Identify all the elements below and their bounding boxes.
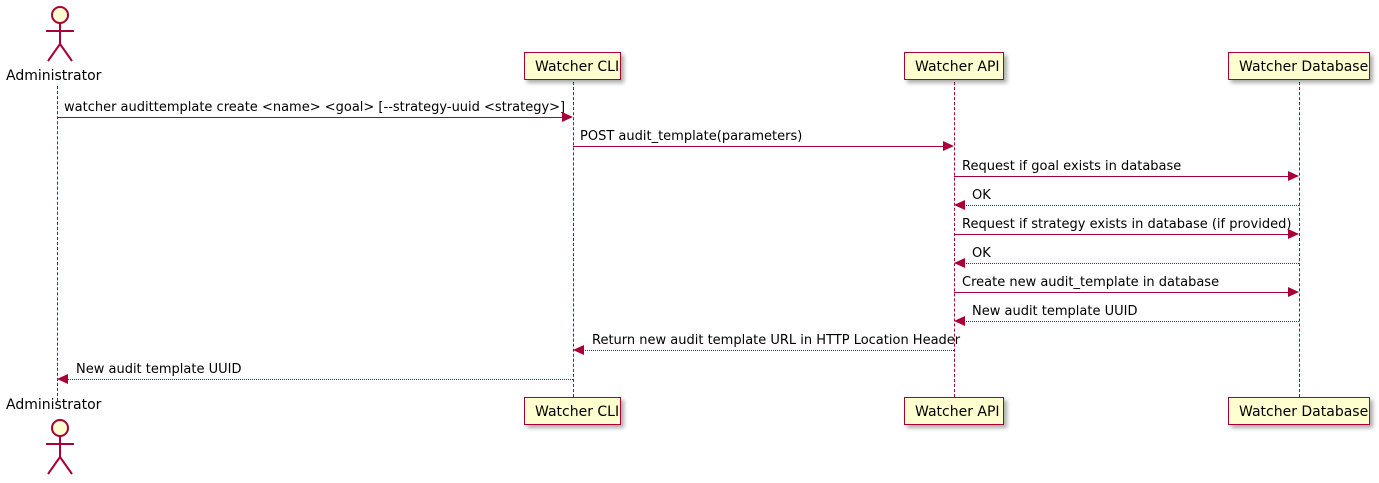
message-label-8: New audit template UUID bbox=[972, 304, 1138, 319]
message-label-3: Request if goal exists in database bbox=[962, 159, 1182, 174]
message-arrowhead-4 bbox=[954, 200, 965, 210]
message-label-7: Create new audit_template in database bbox=[962, 275, 1220, 290]
lifeline-administrator bbox=[57, 86, 58, 401]
message-line-7 bbox=[954, 292, 1294, 293]
message-label-5: Request if strategy exists in database (… bbox=[962, 217, 1292, 232]
message-label-9: Return new audit template URL in HTTP Lo… bbox=[592, 333, 961, 348]
participant-box-watcher-api-bottom[interactable]: Watcher API bbox=[904, 397, 1004, 425]
message-line-3 bbox=[954, 176, 1294, 177]
message-label-6: OK bbox=[972, 246, 991, 261]
participant-box-watcher-cli-top[interactable]: Watcher CLI bbox=[524, 52, 621, 80]
message-arrowhead-8 bbox=[954, 316, 965, 326]
message-arrowhead-3 bbox=[1288, 171, 1299, 181]
message-arrowhead-10 bbox=[57, 374, 68, 384]
participant-box-watcher-database-top[interactable]: Watcher Database bbox=[1228, 52, 1370, 80]
message-label-1: watcher audittemplate create <name> <goa… bbox=[64, 100, 566, 115]
actor-figure-icon bbox=[46, 419, 74, 475]
actor-label-administrator-bottom: Administrator bbox=[6, 397, 102, 413]
message-line-6 bbox=[963, 263, 1299, 264]
actor-figure-icon bbox=[46, 6, 74, 62]
message-line-4 bbox=[963, 205, 1299, 206]
message-line-5 bbox=[954, 234, 1294, 235]
actor-administrator-top bbox=[34, 4, 80, 66]
message-label-10: New audit template UUID bbox=[76, 362, 242, 377]
message-arrowhead-1 bbox=[562, 112, 573, 122]
message-arrowhead-2 bbox=[943, 141, 954, 151]
message-arrowhead-7 bbox=[1288, 287, 1299, 297]
lifeline-watcher-database bbox=[1299, 82, 1300, 397]
actor-label-administrator-top: Administrator bbox=[6, 68, 102, 84]
message-label-2: POST audit_template(parameters) bbox=[580, 129, 803, 144]
lifeline-watcher-cli bbox=[573, 82, 574, 397]
lifeline-watcher-api bbox=[954, 82, 955, 397]
participant-box-watcher-cli-bottom[interactable]: Watcher CLI bbox=[524, 397, 621, 425]
participant-box-watcher-api-top[interactable]: Watcher API bbox=[904, 52, 1004, 80]
message-line-10 bbox=[66, 379, 573, 380]
participant-box-watcher-database-bottom[interactable]: Watcher Database bbox=[1228, 397, 1370, 425]
actor-administrator-bottom bbox=[34, 417, 80, 479]
message-label-4: OK bbox=[972, 188, 991, 203]
message-line-1 bbox=[57, 117, 568, 118]
message-line-9 bbox=[582, 350, 954, 351]
message-arrowhead-5 bbox=[1288, 229, 1299, 239]
message-line-2 bbox=[573, 146, 949, 147]
message-line-8 bbox=[963, 321, 1299, 322]
message-arrowhead-9 bbox=[573, 345, 584, 355]
message-arrowhead-6 bbox=[954, 258, 965, 268]
